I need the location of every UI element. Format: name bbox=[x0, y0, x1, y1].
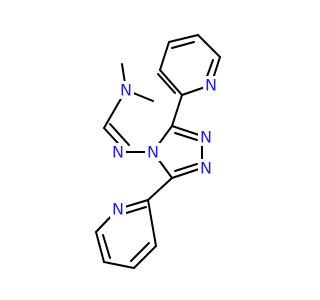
atom-n-pyridine-bottom: N bbox=[110, 200, 126, 219]
bond-pyb-1-inner bbox=[122, 206, 147, 215]
bond-pyt-3-inner bbox=[171, 41, 195, 49]
bond-c3-n2-double bbox=[171, 125, 203, 137]
bond-pyt-2 bbox=[159, 41, 170, 71]
atom-label-n: N bbox=[205, 76, 217, 95]
bond-n1-c5-inner bbox=[174, 163, 198, 172]
bond-c3-pyridine-top bbox=[171, 94, 183, 127]
bond-pyb-5 bbox=[133, 245, 157, 269]
atom-label-n: N bbox=[112, 143, 124, 162]
atom-label-n: N bbox=[112, 200, 124, 219]
atom-label-n: N bbox=[200, 128, 212, 147]
bond-pyb-3 bbox=[95, 231, 105, 263]
bond-pyb-5-inner bbox=[130, 242, 150, 262]
atom-n-triazole-1: N bbox=[198, 159, 214, 178]
bond-c5-pyridine-bottom bbox=[147, 177, 173, 201]
bond-c3-n2-inner bbox=[174, 132, 198, 141]
atom-n-imine: N bbox=[110, 143, 126, 162]
bond-pyb-6 bbox=[147, 199, 157, 247]
bond-pyt-3 bbox=[168, 34, 199, 43]
bond-imine-double-b bbox=[109, 123, 130, 146]
bond-pyt-4 bbox=[197, 34, 221, 58]
bond-pyt-1 bbox=[159, 69, 183, 96]
atom-n-triazole-2: N bbox=[198, 128, 214, 147]
atom-label-n: N bbox=[147, 143, 159, 162]
atom-n-dimethylamino: N bbox=[118, 81, 134, 100]
atom-n-pyridine-top: N bbox=[203, 76, 219, 95]
bond-pyt-1-inner bbox=[157, 73, 176, 94]
atom-label-n: N bbox=[200, 159, 212, 178]
bond-pyb-3-inner bbox=[102, 234, 111, 259]
atom-label-n: N bbox=[120, 81, 132, 100]
structural-formula: N N N N N N N bbox=[95, 34, 221, 269]
atom-n-triazole-4: N bbox=[145, 143, 161, 162]
bond-pyb-4 bbox=[103, 261, 135, 269]
bond-n1-c5-double bbox=[171, 167, 203, 179]
